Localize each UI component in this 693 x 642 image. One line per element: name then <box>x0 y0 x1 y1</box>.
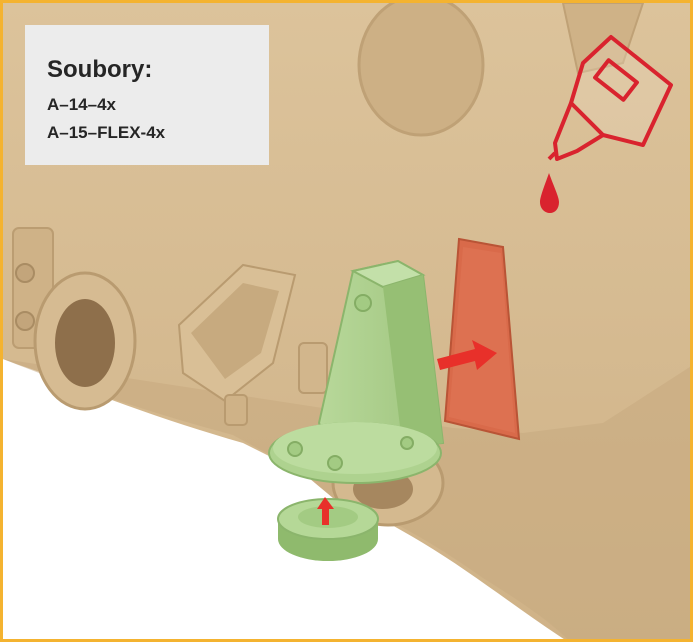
left-hole <box>55 299 115 387</box>
label-title: Soubory: <box>47 55 269 85</box>
file-name: A–14–4x <box>47 91 269 119</box>
file-name: A–15–FLEX-4x <box>47 119 269 147</box>
file-label-box: Soubory: A–14–4x A–15–FLEX-4x <box>25 25 269 165</box>
top-recess <box>359 3 483 135</box>
